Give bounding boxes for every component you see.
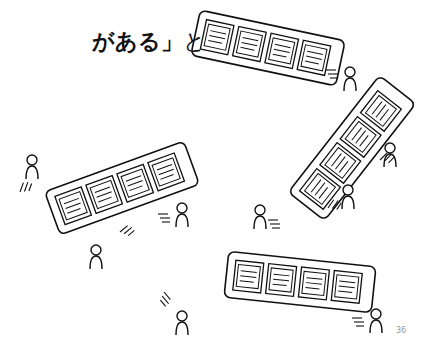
heading-fragment: がある」: [92, 27, 183, 57]
board: [45, 141, 200, 235]
running-person: [254, 205, 280, 229]
running-person: [328, 185, 354, 213]
page-number: 36: [396, 326, 406, 335]
board: [288, 76, 415, 221]
board: [191, 10, 345, 86]
running-person: [20, 155, 38, 195]
running-person: [158, 203, 188, 227]
running-person: [158, 292, 188, 335]
running-person: [90, 224, 134, 269]
running-person: [326, 67, 356, 91]
running-person: [352, 309, 382, 333]
running-person: [380, 143, 396, 167]
heading-fragment: と: [183, 27, 206, 57]
board: [224, 251, 376, 312]
